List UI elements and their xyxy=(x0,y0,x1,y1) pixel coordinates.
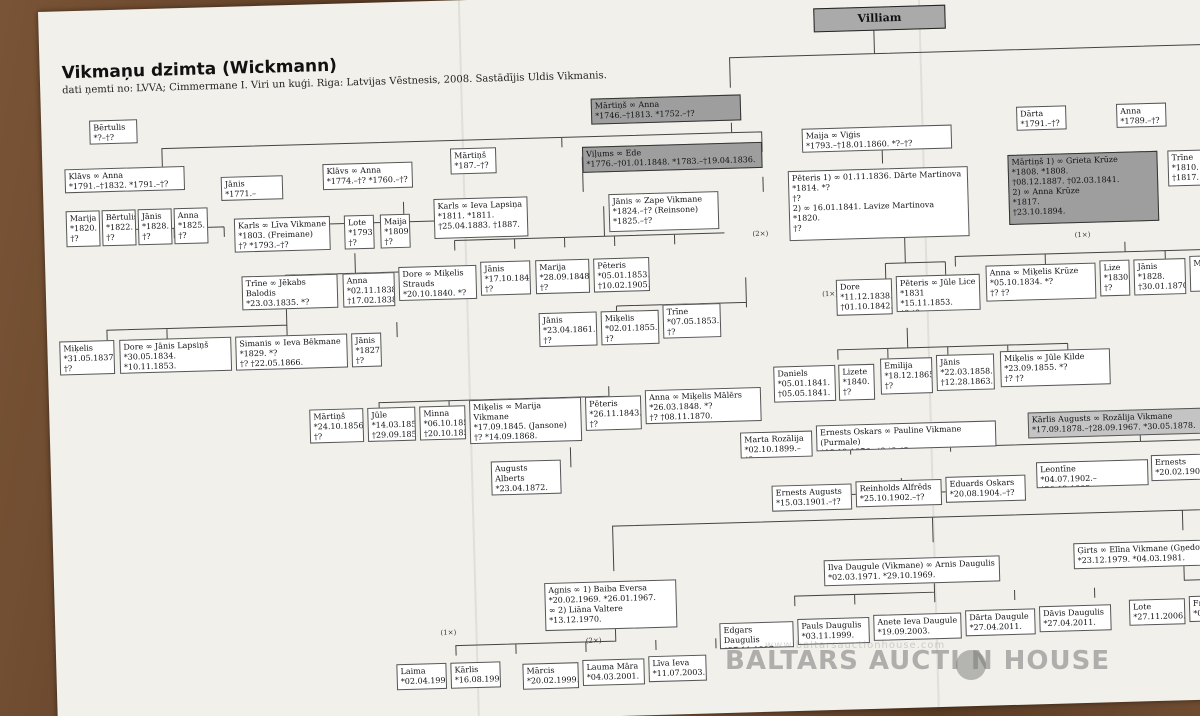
watermark-logo-circle xyxy=(956,650,986,680)
marriage-count-note: (1×) xyxy=(440,628,457,638)
person-box: Ilva Daugule (Vikmane) ∞ Arnis Daugulis … xyxy=(823,555,1001,587)
person-box: Anna *1789.–†? xyxy=(1115,102,1167,128)
person-box: Emilija *18.12.1865. †? xyxy=(880,357,933,395)
person-box: Marija *28.09.1848. †? xyxy=(535,258,591,295)
person-box: Miķelis ∞ Jūle Kilde *23.09.1855. *? †? … xyxy=(999,348,1111,388)
person-box: Eduards Oskars *20.08.1904.–†? xyxy=(945,474,1027,503)
person-box: Anna ∞ Miķelis Krūze *05.10.1834. *? †? … xyxy=(985,262,1097,302)
root-person-villiam: Villiam xyxy=(813,4,946,33)
person-box: Pēteris ∞ Jūle Lice *1831 *15.11.1853. †… xyxy=(895,273,981,313)
person-box: Anna *02.11.1838. †17.02.1838. xyxy=(342,272,396,308)
person-box: Ģirts ∞ Elīna Vikmane (Gņedovska) *23.12… xyxy=(1073,538,1200,570)
person-box: Laima *02.04.1992. xyxy=(396,662,448,691)
person-box: Daniels *05.01.1841. †05.05.1841. xyxy=(773,364,837,403)
person-box: Kārlis *16.08.1994. xyxy=(450,661,502,689)
person-box: Miķelis ∞ Marija Vikmane *17.09.1845. (J… xyxy=(469,396,583,445)
person-box: Agnis ∞ 1) Baiba Eversa *20.02.1969. *26… xyxy=(544,579,678,632)
person-box: Karls ∞ Ieva Lapsiņa *1811. *1811. †25.0… xyxy=(433,196,529,240)
person-box: Līva Ieva *11.07.2003. xyxy=(648,654,707,683)
person-box: Maija ∞ Viģis *1793.–†18.01.1860. *?–†? xyxy=(801,124,953,153)
person-box: Dore ∞ Miķelis Strauds *20.10.1840. *? †… xyxy=(398,264,478,302)
person-box: Frīda *09.0 xyxy=(1188,594,1200,623)
person-box: Jānis *23.04.1861. †? xyxy=(538,311,598,348)
person-box: Dore *11.12.1838. †01.10.1842. xyxy=(835,278,893,316)
person-box: Trīne ∞ Jēkabs Balodis *23.03.1835. *? †… xyxy=(241,273,339,311)
person-box: Anete Ieva Daugule *19.09.2003. xyxy=(873,612,962,641)
person-box: Reinholds Alfrēds *25.10.1902.–†? xyxy=(855,478,943,508)
person-box: Pēteris *26.11.1843. †? xyxy=(584,395,642,431)
marriage-count-note: (2×) xyxy=(752,229,769,239)
person-box: Jānis ∞ Zape Vikmane *1824.–†? (Reinsone… xyxy=(608,191,720,233)
auction-house-watermark: BALTARS AUCTI N HOUSE xyxy=(725,646,1111,676)
person-box: Simanis ∞ Ieva Bēkmane *1829. *? †? †22.… xyxy=(235,333,349,371)
person-box: Bērtulis *?–†? xyxy=(89,119,138,145)
person-box: Dārta *1791.–†? xyxy=(1016,105,1067,131)
person-box: Jānis *1771.–†1789. xyxy=(220,175,284,201)
person-box: Mārcis *20.02.1999. xyxy=(522,662,580,690)
person-box: Marta Rozālija *02.10.1899.–†? xyxy=(740,430,813,459)
watermark-url: www.baltarsauctionhouse.com xyxy=(765,640,946,651)
person-box: Jānis *1827. †? xyxy=(351,332,383,368)
person-box: Pēteris *05.01.1853. †10.02.1905. xyxy=(593,257,651,293)
person-box: Karls ∞ Līva Vikmane *1803. (Freimane) †… xyxy=(233,215,331,253)
person-box: Trīne *07.05.1853. †? xyxy=(662,303,722,339)
person-box: Lauma Māra *04.03.2001. xyxy=(582,658,646,687)
person-box: Klāvs ∞ Anna *1774.–†? *1760.–†? xyxy=(322,161,414,191)
person-box: Ernests Augusts *15.03.1901.–†? xyxy=(771,483,853,512)
person-box: Dārta Daugule *27.04.2011. xyxy=(965,608,1036,637)
marriage-count-note: (2×) xyxy=(585,636,602,645)
person-box: Lize *1830. †? xyxy=(1099,259,1131,297)
person-box: Lizete *1840. †? xyxy=(838,363,876,401)
person-box: Dāvis Daugulis *27.04.2011. xyxy=(1038,604,1112,633)
person-box: Dore ∞ Jānis Lapsiņš *30.05.1834. *10.11… xyxy=(119,336,233,374)
person-box: Lote *27.11.2006. xyxy=(1128,598,1186,626)
person-box: Klāvs ∞ Anna *1791.–†1832. *1791.–†? xyxy=(64,165,186,194)
person-box-direct-line: Mārtiņš ∞ Anna *1746.–†1813. *1752.–†? xyxy=(590,94,742,125)
person-box: Anna ∞ Miķelis Mālērs *26.03.1848. *? †?… xyxy=(644,386,762,425)
person-box: Lote *1793. †? xyxy=(343,214,375,250)
person-box: Mārtiņš *187.–†? xyxy=(449,147,497,175)
person-box: Leontīne *04.07.1902.–†20.12.1902. xyxy=(1035,459,1149,489)
person-box: Miķelis *31.05.1837. †? xyxy=(59,340,116,376)
person-box: Mārtiņš *24.10.1856. †? xyxy=(309,408,365,444)
person-box: Pēteris 1) ∞ 01.11.1836. Dārte Martinova… xyxy=(787,166,970,242)
person-box: Ernests *20.02.1904.–†? xyxy=(1150,452,1200,482)
person-box: Minna *06.10.1850. †20.10.1855. xyxy=(419,405,467,441)
person-box-direct-line: Kārlis Augusts ∞ Rozālija Vikmane *17.09… xyxy=(1027,406,1200,439)
person-box: Jānis *17.10.1844. †? xyxy=(480,260,532,296)
person-box: Bērtulis *1822. †? xyxy=(101,209,137,247)
person-box: Maija *1809. †? xyxy=(379,213,411,249)
family-tree-sheet: Vikmaņu dzimta (Wickmann) dati ņemti no:… xyxy=(38,0,1200,716)
person-box: M xyxy=(1189,254,1200,292)
person-box: Jānis *22.03.1858. †12.28.1863. xyxy=(935,353,995,392)
person-box: Jānis *1828. †? xyxy=(137,208,173,246)
person-box: Jānis *1828. †30.01.1870. xyxy=(1133,258,1187,296)
person-box: Miķelis *02.01.1855. †? xyxy=(600,309,660,346)
marriage-count-note: (1×) xyxy=(1074,230,1091,240)
person-box: Ernests Oskars ∞ Pauline Vikmane (Purmal… xyxy=(815,420,997,452)
person-box-direct-line: Viļums ∞ Ede *1776.–†01.01.1848. *1783.–… xyxy=(581,141,763,173)
person-box-direct-line: Mārtiņš 1) ∞ Grieta Krūze *1808. *1808. … xyxy=(1007,150,1160,225)
person-box: Anna *1825. †? xyxy=(173,207,209,245)
person-box: Jūle *14.03.1853. †29.09.1855. xyxy=(367,406,417,442)
person-box: Marija *1820. †? xyxy=(65,210,101,248)
person-box: Trīne *1810. †1817. xyxy=(1167,149,1200,187)
person-box: Augusts Alberts *23.04.1872. †? xyxy=(490,459,562,496)
